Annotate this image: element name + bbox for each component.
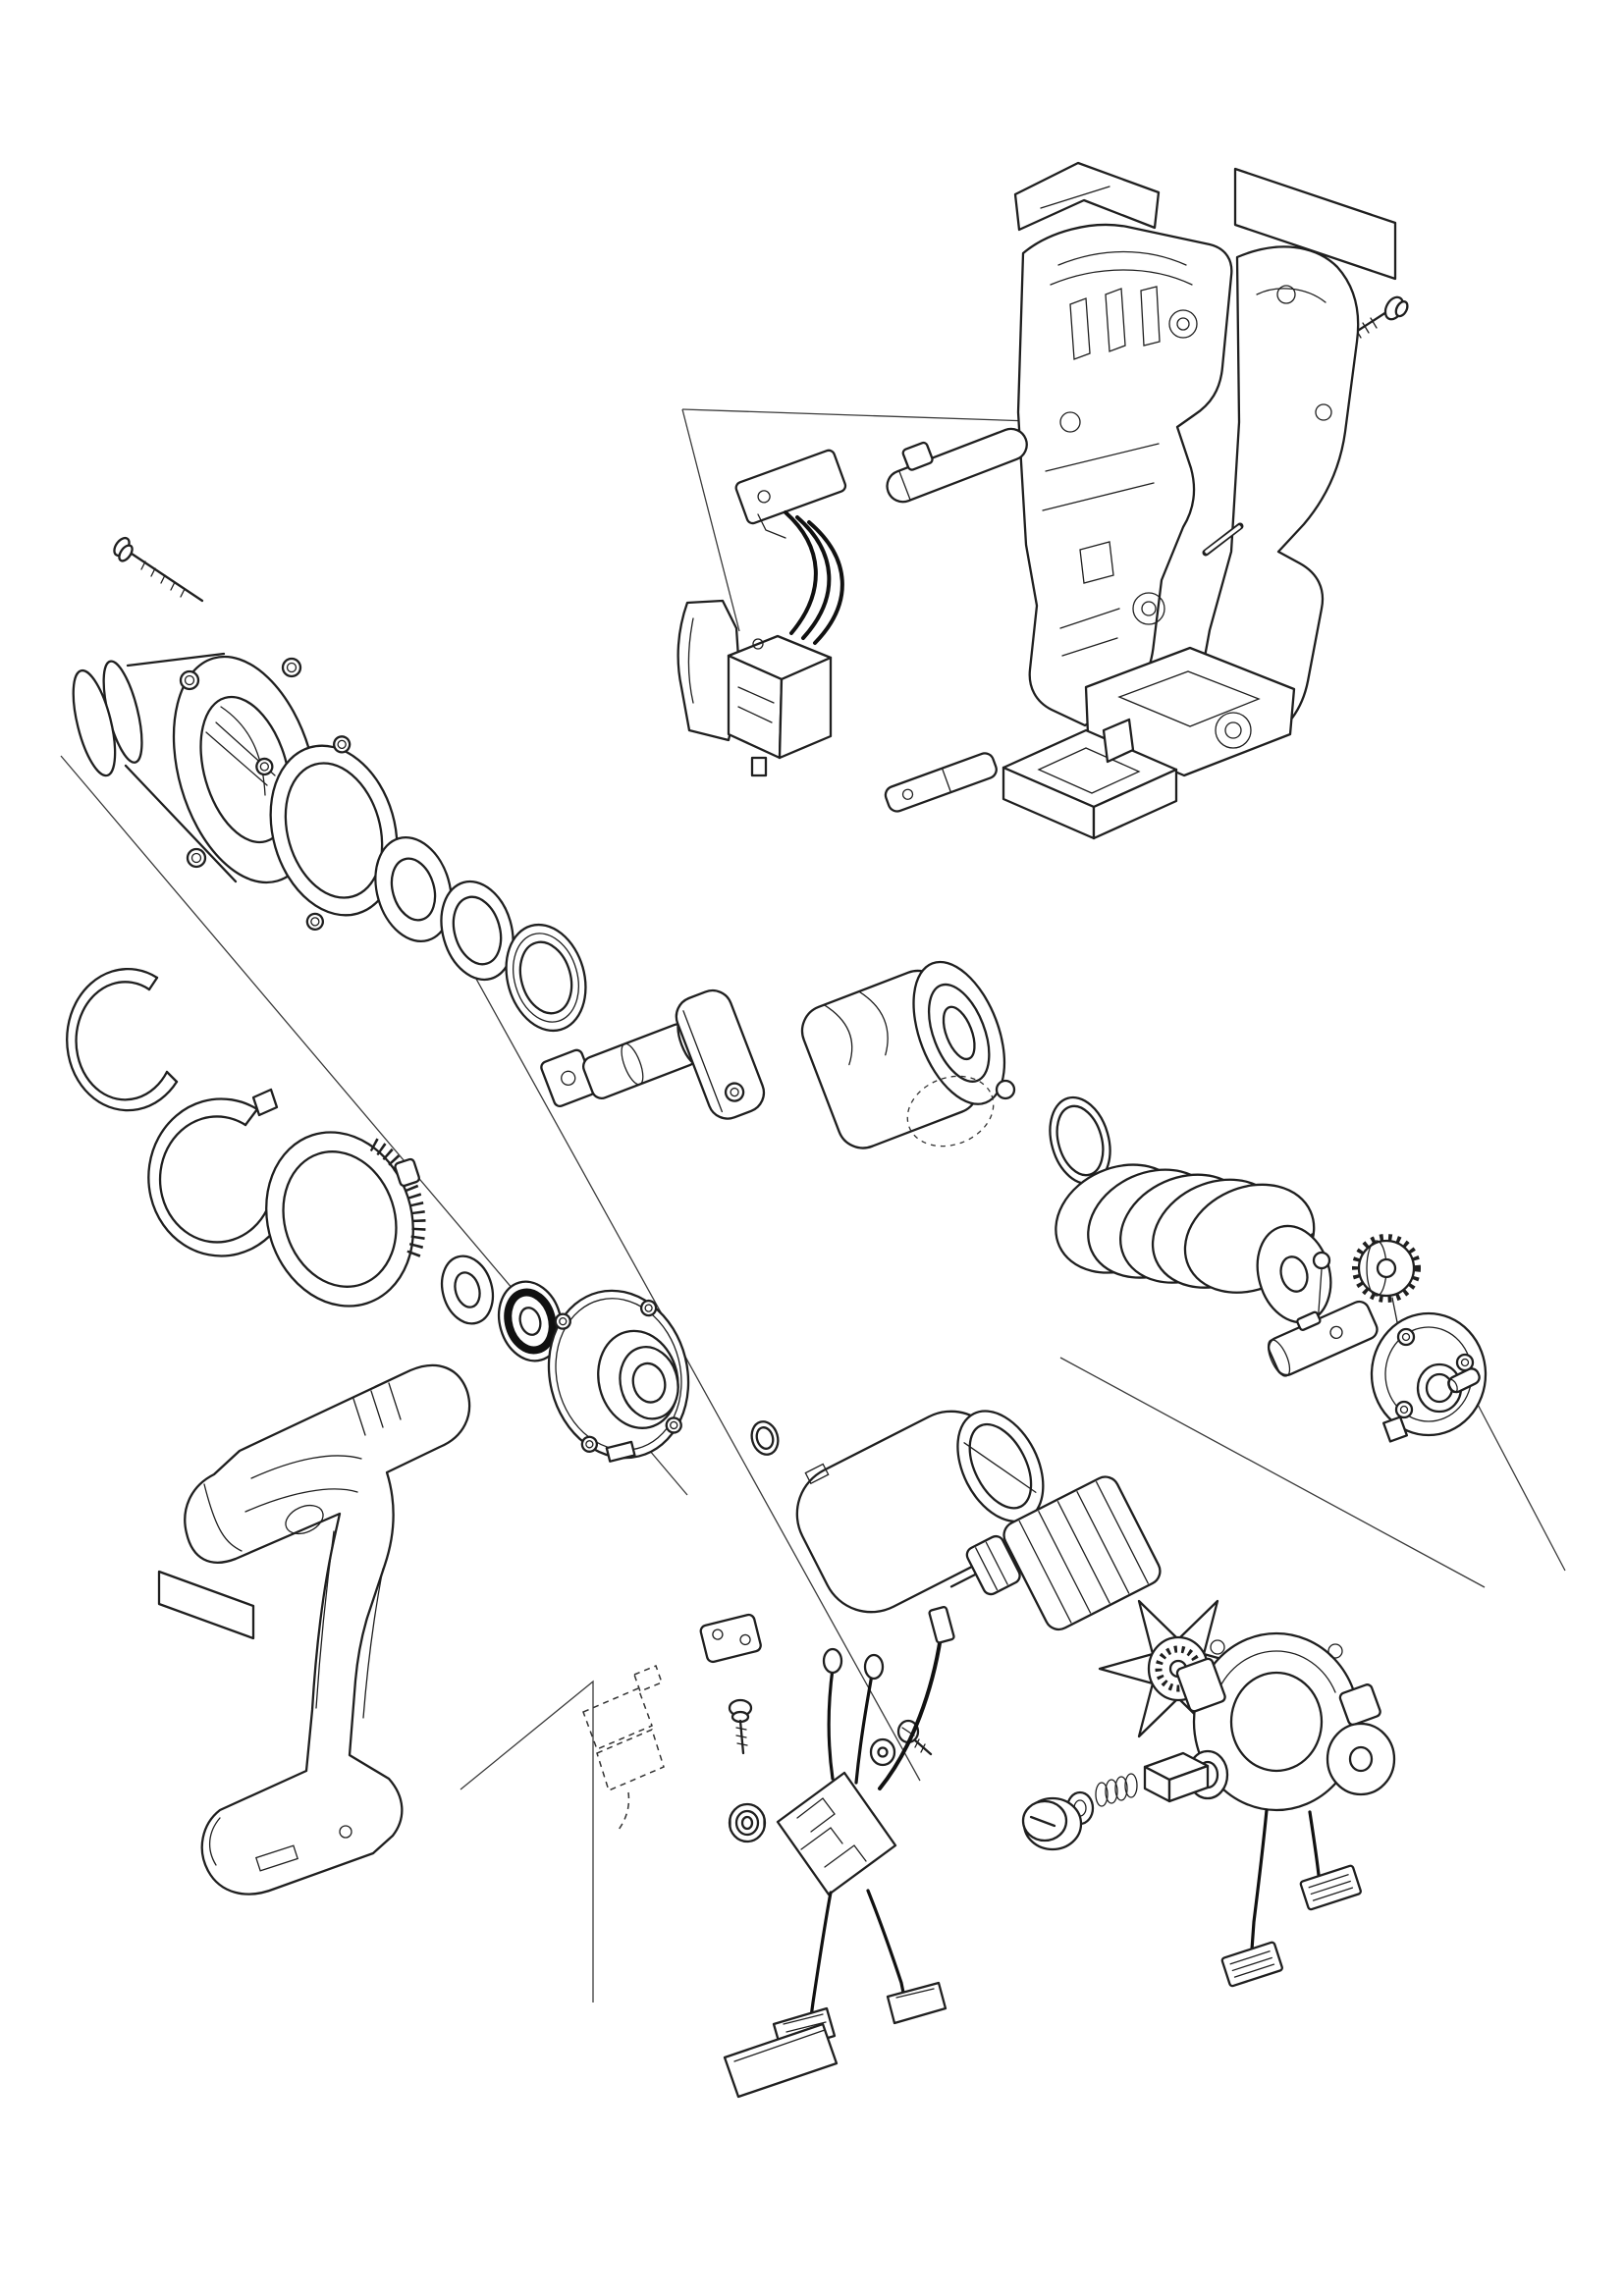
- ball-bearing: [497, 1280, 564, 1362]
- o-ring-49: [750, 1420, 780, 1456]
- pinion-gear: [1352, 1234, 1421, 1328]
- flat-washer-37: [1326, 1722, 1396, 1796]
- name-plate-48: [157, 1570, 255, 1640]
- switch: [677, 449, 847, 777]
- brush-holder-plate: [582, 1613, 762, 1831]
- housing-set: [1013, 161, 1360, 777]
- spindle: [1267, 1300, 1488, 1443]
- grommet: [728, 1802, 767, 1843]
- ring-spring-29: [66, 967, 179, 1112]
- housing-body: [184, 1363, 471, 1896]
- pin-28: [1447, 1367, 1481, 1394]
- brush-holder-cap: [1021, 1796, 1083, 1851]
- o-ring: [1049, 1095, 1111, 1186]
- flat-washer-32: [440, 1255, 495, 1325]
- tapping-screw: [1351, 295, 1409, 339]
- pin: [1202, 522, 1244, 557]
- hammer: [800, 960, 1006, 1149]
- tapping-screw-front: [113, 536, 204, 603]
- washer-50: [374, 835, 453, 943]
- ring-spring-30: [147, 1088, 285, 1257]
- yoke-unit: [795, 1410, 1045, 1614]
- change-lever: [884, 752, 998, 813]
- bearing-box: [547, 1289, 690, 1463]
- washer-17: [440, 880, 514, 982]
- anvil: [540, 988, 766, 1120]
- name-plate-sticker: [1233, 167, 1397, 281]
- washer-42: [869, 1737, 896, 1767]
- lock-bar: [886, 427, 1028, 504]
- screw-45: [728, 1698, 753, 1755]
- washer-18: [505, 923, 587, 1033]
- field: [1175, 1631, 1381, 1988]
- carbon-brush: [1065, 1751, 1210, 1826]
- hammer-cage: [265, 1131, 426, 1308]
- terminal-cover: [1001, 718, 1178, 840]
- lead-unit: [723, 1606, 955, 2099]
- steel-ball: [906, 1075, 1016, 1148]
